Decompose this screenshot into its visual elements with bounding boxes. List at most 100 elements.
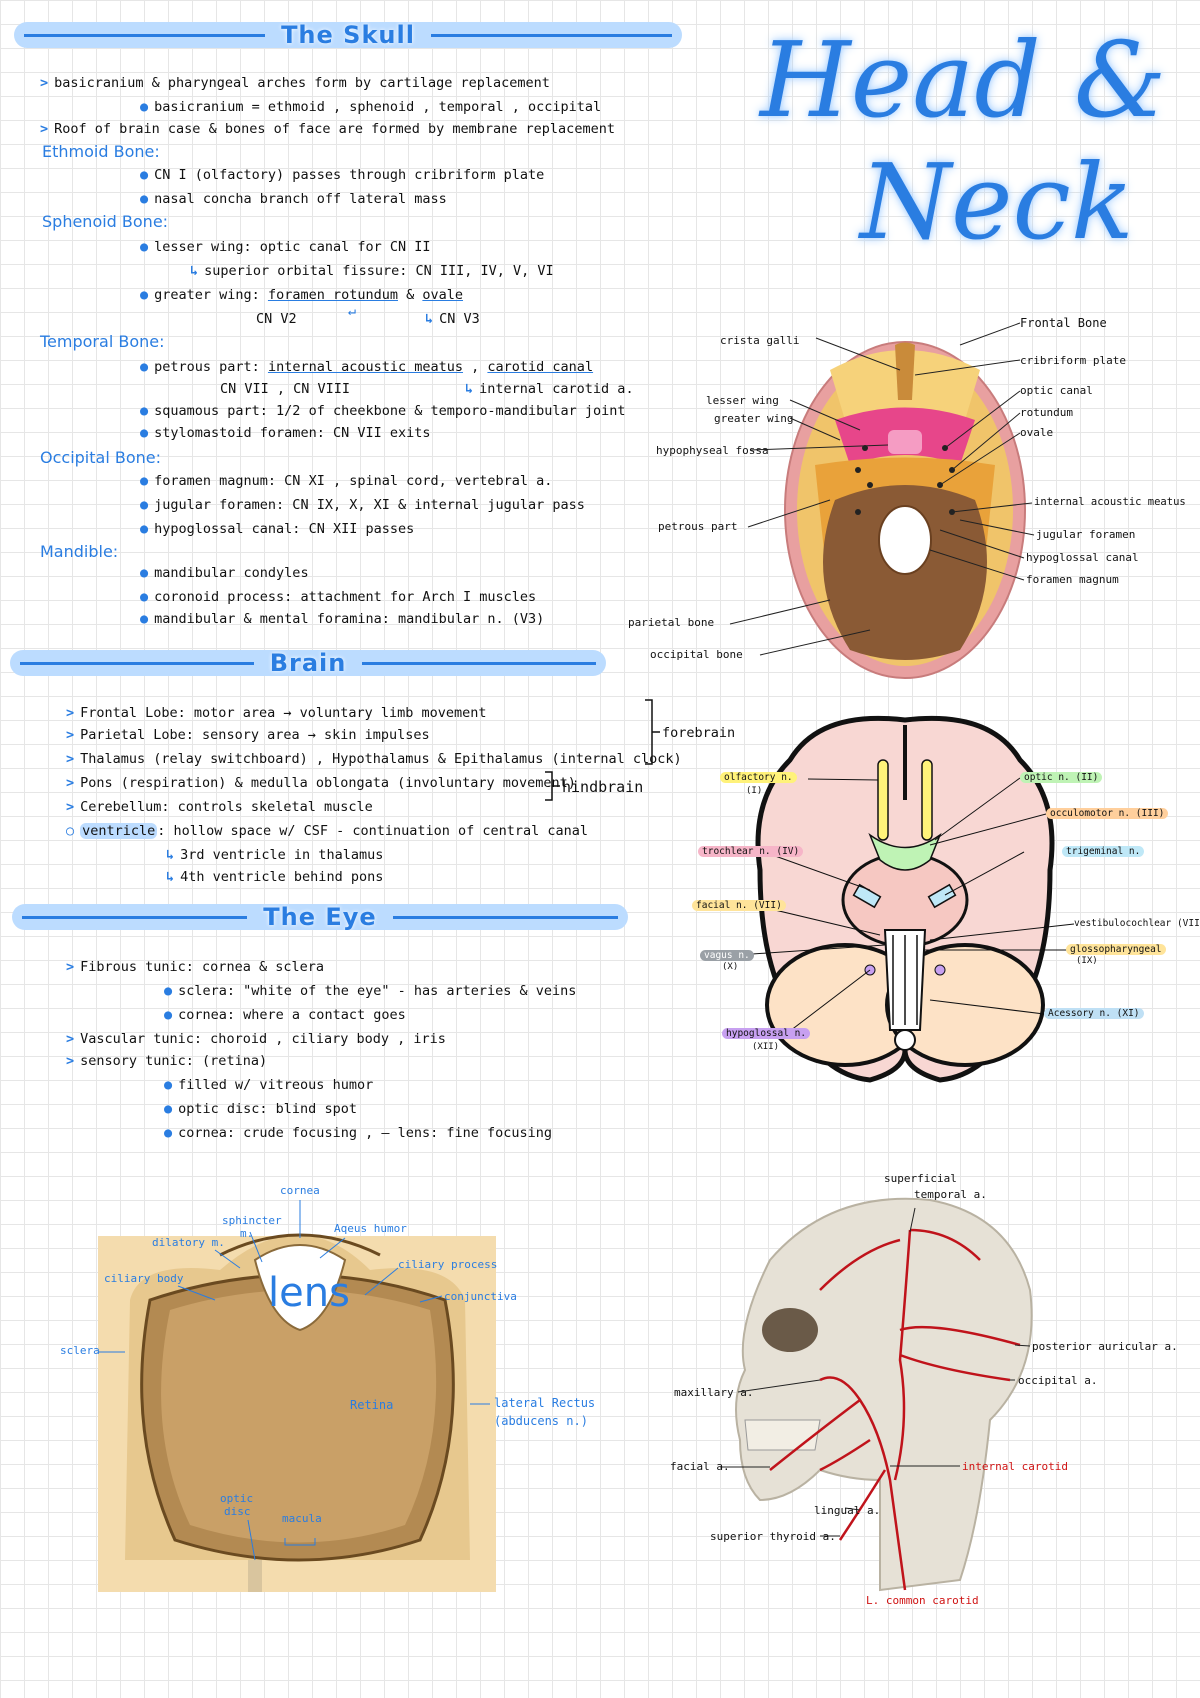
eye-sensory-sub-1: ●filled w/ vitreous humor <box>164 1077 374 1093</box>
head-label-internal-carotid: internal carotid <box>962 1460 1068 1473</box>
skull-label-occipital: occipital bone <box>650 648 743 661</box>
skull-label-optic: optic canal <box>1020 384 1093 397</box>
skull-label-jugular: jugular foramen <box>1036 528 1136 541</box>
eye-label-macula: macula <box>282 1512 322 1525</box>
nerve-trigeminal: trigeminal n. <box>1062 846 1145 857</box>
ethmoid-item-1: ●CN I (olfactory) passes through cribrif… <box>140 167 545 183</box>
eye-label-ciliary-body: ciliary body <box>104 1272 184 1285</box>
head-label-facial: facial a. <box>670 1460 730 1473</box>
brain-item-5: >Cerebellum: controls skeletal muscle <box>66 799 373 815</box>
section-header-eye: The Eye <box>12 903 628 931</box>
nerve-trochlear: trochlear n. (IV) <box>698 846 804 857</box>
eye-fibrous-sub-1: ●sclera: "white of the eye" - has arteri… <box>164 983 577 999</box>
sphenoid-lesser-sub: ↳superior orbital fissure: CN III, IV, V… <box>190 263 554 279</box>
skull-intro-2: >Roof of brain case & bones of face are … <box>40 121 615 137</box>
temporal-int-carotid: ↳internal carotid a. <box>465 381 634 397</box>
head-label-maxillary: maxillary a. <box>674 1386 754 1399</box>
eye-label-dilatory: dilatory m. <box>152 1236 225 1249</box>
nerve-glosso-num: (IX) <box>1076 956 1098 966</box>
arrow-v2-icon: ↵ <box>348 303 357 319</box>
temporal-label: Temporal Bone: <box>40 332 165 351</box>
head-label-occipital: occipital a. <box>1018 1374 1098 1387</box>
nerve-facial: facial n. (VII) <box>692 900 786 911</box>
section-title-skull: The Skull <box>281 21 415 49</box>
skull-intro-1: >basicranium & pharyngeal arches form by… <box>40 75 550 91</box>
forebrain-label: forebrain <box>662 725 736 741</box>
section-header-skull: The Skull <box>14 21 682 49</box>
skull-label-lesser: lesser wing <box>706 394 779 407</box>
section-title-eye: The Eye <box>263 903 377 931</box>
brain-item-3: >Thalamus (relay switchboard) , Hypothal… <box>66 751 682 767</box>
skull-label-rotundum: rotundum <box>1020 406 1073 419</box>
temporal-cn-78: CN VII , CN VIII <box>220 381 351 397</box>
brain-item-1: >Frontal Lobe: motor area → voluntary li… <box>66 705 487 721</box>
eye-fibrous: >Fibrous tunic: cornea & sclera <box>66 959 324 975</box>
skull-label-crista: crista galli <box>720 334 800 347</box>
brain-ventricle: ○ventricle: hollow space w/ CSF - contin… <box>66 823 589 839</box>
eye-label-retina: Retina <box>350 1398 394 1412</box>
eye-sensory: >sensory tunic: (retina) <box>66 1053 268 1069</box>
head-label-sup-thyroid: superior thyroid a. <box>710 1530 836 1543</box>
nerve-oculomotor: occulomotor n. (III) <box>1046 808 1169 819</box>
eye-sensory-sub-2: ●optic disc: blind spot <box>164 1101 357 1117</box>
eye-label-conjunctiva: conjunctiva <box>444 1290 517 1303</box>
nerve-vagus: vagus n. <box>700 950 754 961</box>
brain-item-2: >Parietal Lobe: sensory area → skin impu… <box>66 727 430 743</box>
skull-label-greater: greater wing <box>714 412 794 425</box>
head-label-post-auricular: posterior auricular a. <box>1032 1340 1178 1353</box>
mandible-item-1: ●mandibular condyles <box>140 565 309 581</box>
ethmoid-label: Ethmoid Bone: <box>42 142 160 161</box>
temporal-petrous: ●petrous part: internal acoustic meatus … <box>140 359 594 375</box>
skull-label-iam: internal acoustic meatus <box>1034 496 1186 508</box>
nerve-accessory: Acessory n. (XI) <box>1044 1008 1144 1019</box>
sphenoid-label: Sphenoid Bone: <box>42 212 169 231</box>
sphenoid-cn-v2: CN V2 <box>256 311 297 327</box>
skull-label-petrous: petrous part <box>658 520 738 533</box>
head-label-sup-temporal: superficial <box>884 1172 957 1185</box>
mandible-item-2: ●coronoid process: attachment for Arch I… <box>140 589 537 605</box>
temporal-squamous: ●squamous part: 1/2 of cheekbone & tempo… <box>140 403 626 419</box>
eye-label-optic-2: disc <box>224 1505 251 1518</box>
brain-ventricle-sub-1: ↳3rd ventricle in thalamus <box>166 847 384 863</box>
eye-label-sphincter: sphincter <box>222 1214 282 1227</box>
ethmoid-item-2: ●nasal concha branch off lateral mass <box>140 191 447 207</box>
temporal-stylo: ●stylomastoid foramen: CN VII exits <box>140 425 431 441</box>
sphenoid-lesser: ●lesser wing: optic canal for CN II <box>140 239 431 255</box>
mandible-label: Mandible: <box>40 542 119 561</box>
hindbrain-label: hindbrain <box>562 778 644 796</box>
skull-label-cribriform: cribriform plate <box>1020 354 1126 367</box>
occipital-label: Occipital Bone: <box>40 448 161 467</box>
eye-label-cornea: cornea <box>280 1184 320 1197</box>
eye-label-lens: lens <box>268 1270 350 1316</box>
eye-label-ciliary-process: ciliary process <box>398 1258 498 1271</box>
nerve-vestibulo: vestibulocochlear (VIII) <box>1074 918 1200 929</box>
skull-label-parietal: parietal bone <box>628 616 715 629</box>
page-title-line1: Head & <box>760 19 1167 141</box>
eye-vascular: >Vascular tunic: choroid , ciliary body … <box>66 1031 446 1047</box>
nerve-optic: optic n. (II) <box>1020 772 1103 783</box>
nerve-vagus-num: (X) <box>722 962 739 972</box>
nerve-hypoglossal: hypoglossal n. <box>722 1028 811 1039</box>
nerve-hypoglossal-num: (XII) <box>752 1042 780 1052</box>
skull-label-ovale: ovale <box>1020 426 1054 439</box>
occipital-item-3: ●hypoglossal canal: CN XII passes <box>140 521 415 537</box>
nerve-olfactory: olfactory n. <box>720 772 797 783</box>
brain-ventricle-sub-2: ↳4th ventricle behind pons <box>166 869 384 885</box>
eye-label-lateral-2: (abducens n.) <box>494 1414 588 1428</box>
section-title-brain: Brain <box>269 649 347 677</box>
head-label-common-carotid: L. common carotid <box>866 1594 979 1607</box>
eye-label-optic: optic <box>220 1492 254 1505</box>
nerve-olfactory-num: (I) <box>746 786 763 796</box>
mandible-item-3: ●mandibular & mental foramina: mandibula… <box>140 611 545 627</box>
eye-label-sphincter-2: m. <box>240 1227 254 1240</box>
occipital-item-1: ●foramen magnum: CN XI , spinal cord, ve… <box>140 473 553 489</box>
eye-label-lateral: lateral Rectus <box>494 1396 596 1410</box>
skull-label-hypoglossal: hypoglossal canal <box>1026 551 1139 564</box>
skull-intro-1-sub: ●basicranium = ethmoid , sphenoid , temp… <box>140 99 602 115</box>
eye-sensory-sub-3: ●cornea: crude focusing , — lens: fine f… <box>164 1125 553 1141</box>
skull-label-hypo-fossa: hypophyseal fossa <box>656 444 769 457</box>
head-label-sup-temporal-2: temporal a. <box>914 1188 987 1201</box>
sphenoid-greater: ●greater wing: foramen rotundum & ovale <box>140 287 464 303</box>
